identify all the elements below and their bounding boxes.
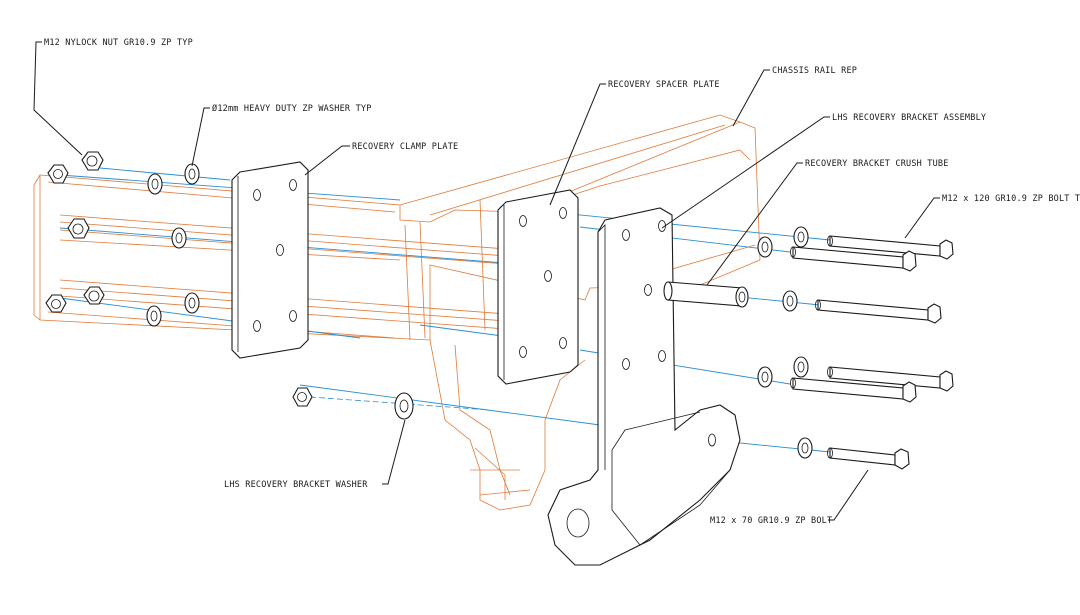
label-nylock-nut: M12 NYLOCK NUT GR10.9 ZP TYP	[44, 38, 193, 48]
nut-low-back	[45, 294, 67, 313]
nut-washer-side	[292, 387, 313, 407]
bolt-centerlines	[59, 167, 831, 453]
recovery-spacer-plate	[497, 189, 579, 385]
label-bracket-washer: LHS RECOVERY BRACKET WASHER	[224, 480, 368, 490]
bolts	[790, 235, 954, 470]
recovery-clamp-plate	[231, 161, 309, 359]
lhs-recovery-bracket	[547, 207, 741, 566]
nut-low-front	[83, 286, 105, 305]
label-bracket-assembly: LHS RECOVERY BRACKET ASSEMBLY	[832, 113, 986, 123]
recovery-bracket-crush-tube	[663, 281, 749, 308]
washers-right	[394, 226, 813, 459]
label-bolt-120: M12 x 120 GR10.9 ZP BOLT TYP	[942, 194, 1080, 204]
bolt-120-middle	[815, 299, 942, 324]
nut-top-front	[81, 151, 104, 171]
label-crush-tube: RECOVERY BRACKET CRUSH TUBE	[805, 159, 949, 169]
bolt-120-upper-back	[827, 235, 954, 260]
nylock-nuts-left	[45, 151, 313, 407]
bolt-120-lower-front	[790, 377, 917, 403]
nut-mid	[67, 218, 90, 239]
leader-lines	[33, 41, 940, 521]
label-chassis-rail: CHASSIS RAIL REP	[772, 66, 857, 76]
bolt-70	[827, 447, 910, 470]
bolt-120-upper-front	[790, 246, 917, 272]
label-clamp-plate: RECOVERY CLAMP PLATE	[352, 142, 458, 152]
label-spacer-plate: RECOVERY SPACER PLATE	[608, 80, 720, 90]
washers-left	[146, 163, 200, 327]
label-washer: Ø12mm HEAVY DUTY ZP WASHER TYP	[212, 103, 372, 114]
bolt-120-lower-back	[827, 366, 954, 392]
callout-labels: M12 NYLOCK NUT GR10.9 ZP TYP Ø12mm HEAVY…	[44, 38, 1080, 526]
nut-top-back	[47, 164, 69, 184]
label-bolt-70: M12 x 70 GR10.9 ZP BOLT	[710, 516, 832, 526]
